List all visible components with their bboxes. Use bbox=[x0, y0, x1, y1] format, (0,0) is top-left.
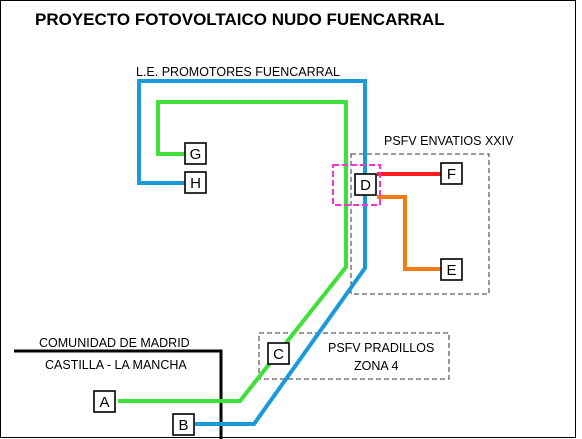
node-d-letter: D bbox=[360, 177, 371, 194]
node-f-box bbox=[440, 162, 463, 185]
node-d-box bbox=[354, 173, 377, 196]
node-h: H bbox=[184, 171, 207, 194]
region-boundary bbox=[14, 349, 223, 439]
psfv-pradillos-area bbox=[258, 332, 450, 380]
node-a-letter: A bbox=[99, 394, 109, 411]
region-label-castilla: CASTILLA - LA MANCHA bbox=[45, 358, 187, 372]
blue-line-promotores bbox=[137, 79, 367, 426]
node-g-letter: G bbox=[190, 146, 202, 163]
node-e: E bbox=[440, 258, 463, 281]
green-line bbox=[118, 100, 348, 403]
node-e-letter: E bbox=[446, 262, 456, 279]
node-b-box bbox=[172, 413, 195, 436]
node-b: B bbox=[172, 413, 195, 436]
node-h-box bbox=[184, 171, 207, 194]
node-g: G bbox=[184, 142, 207, 165]
node-a: A bbox=[93, 390, 116, 413]
node-f-letter: F bbox=[447, 166, 456, 183]
region-label-madrid: COMUNIDAD DE MADRID bbox=[39, 336, 190, 350]
node-b-letter: B bbox=[178, 417, 188, 434]
node-c: C bbox=[267, 342, 290, 365]
node-g-box bbox=[184, 142, 207, 165]
line-label-promotores: L.E. PROMOTORES FUENCARRAL bbox=[136, 65, 340, 79]
node-c-letter: C bbox=[273, 346, 284, 363]
node-d-highlight bbox=[332, 164, 381, 206]
psfv-pradillos-label-1: PSFV PRADILLOS bbox=[328, 341, 434, 355]
node-c-box bbox=[267, 342, 290, 365]
psfv-pradillos-label-2: ZONA 4 bbox=[354, 359, 399, 373]
diagram-title: PROYECTO FOTOVOLTAICO NUDO FUENCARRAL bbox=[35, 10, 445, 29]
orange-line bbox=[377, 195, 441, 271]
node-e-box bbox=[440, 258, 463, 281]
node-a-box bbox=[93, 390, 116, 413]
psfv-envatios-area bbox=[350, 153, 490, 295]
node-d: D bbox=[354, 173, 377, 196]
node-f: F bbox=[440, 162, 463, 185]
psfv-envatios-label: PSFV ENVATIOS XXIV bbox=[384, 134, 514, 148]
node-h-letter: H bbox=[190, 175, 201, 192]
